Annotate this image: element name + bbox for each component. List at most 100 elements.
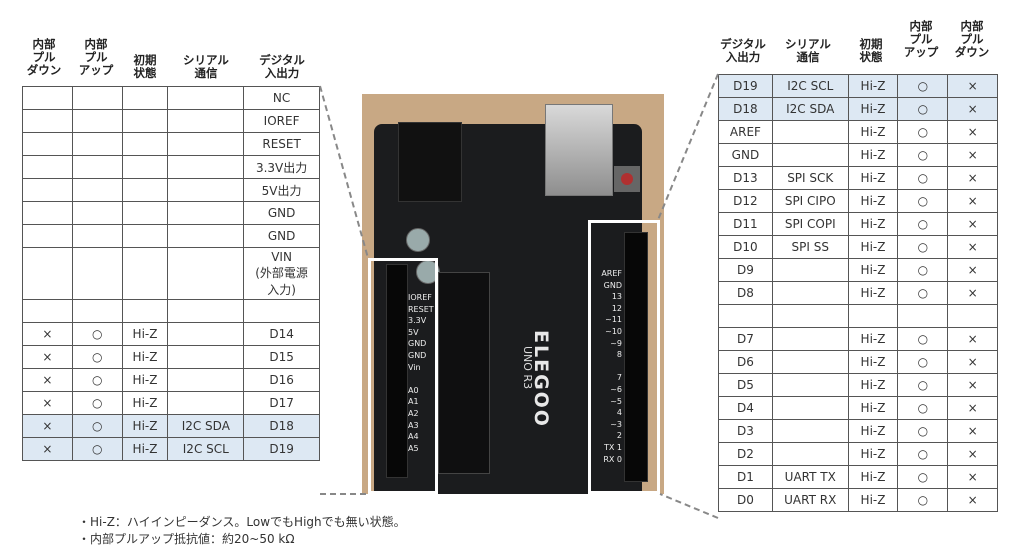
cell-pd — [22, 299, 73, 323]
right-header-serial: シリアル 通信 — [785, 37, 831, 64]
right-header-pullup: 内部 プル アップ — [903, 19, 939, 59]
cell-serial — [771, 419, 849, 443]
cell-pd: × — [947, 465, 998, 489]
cell-serial: SPI SS — [771, 235, 849, 259]
cell-dio: D19 — [243, 437, 320, 461]
table-row: RESET — [22, 132, 320, 156]
table-row: NC — [22, 86, 320, 110]
cell-serial: I2C SCL — [167, 437, 245, 461]
cell-dio: D5 — [718, 373, 773, 397]
cell-pu: ○ — [897, 350, 949, 374]
cell-init: Hi-Z — [847, 258, 899, 282]
cell-dio: NC — [243, 86, 320, 110]
cell-pu: ○ — [71, 322, 123, 346]
cell-dio: D15 — [243, 345, 320, 369]
cell-pd — [22, 132, 73, 156]
cell-init: Hi-Z — [847, 189, 899, 213]
cell-pu — [71, 247, 123, 300]
cell-init: Hi-Z — [121, 437, 169, 461]
cell-pd — [22, 109, 73, 133]
cell-serial — [167, 155, 245, 179]
cell-serial: SPI COPI — [771, 212, 849, 236]
cell-dio: D10 — [718, 235, 773, 259]
dc-jack — [398, 122, 462, 202]
cell-dio: D0 — [718, 488, 773, 512]
cell-serial: I2C SDA — [167, 414, 245, 438]
cell-pd: × — [947, 235, 998, 259]
cell-init: Hi-Z — [121, 322, 169, 346]
cell-init — [121, 247, 169, 300]
cell-pd: × — [947, 189, 998, 213]
cell-dio: D12 — [718, 189, 773, 213]
cell-serial — [771, 281, 849, 305]
cell-pd: × — [947, 350, 998, 374]
cell-serial — [167, 132, 245, 156]
cell-pu: ○ — [71, 368, 123, 392]
cell-init: Hi-Z — [847, 97, 899, 121]
cell-pu: ○ — [897, 419, 949, 443]
cell-serial — [167, 368, 245, 392]
cell-pd: × — [22, 437, 73, 461]
cell-init: Hi-Z — [847, 350, 899, 374]
cell-dio: D8 — [718, 281, 773, 305]
table-row: 3.3V出力 — [22, 155, 320, 179]
connector-line-left-top — [319, 85, 369, 259]
left-header-pulldown: 内部 プル ダウン — [26, 37, 62, 77]
cell-init: Hi-Z — [847, 281, 899, 305]
cell-pu: ○ — [71, 391, 123, 415]
cell-pu: ○ — [71, 345, 123, 369]
cell-init: Hi-Z — [847, 488, 899, 512]
cell-init: Hi-Z — [847, 166, 899, 190]
table-row — [22, 299, 320, 323]
board-photo: IOREF RESET 3.3V 5V GND GND Vin A0 A1 A2… — [362, 94, 664, 494]
cell-serial — [771, 120, 849, 144]
table-row: GND — [22, 201, 320, 225]
cell-dio: D17 — [243, 391, 320, 415]
connector-line-right-top — [657, 73, 719, 221]
cell-pd: × — [947, 281, 998, 305]
cell-dio: D7 — [718, 327, 773, 351]
cell-pd: × — [947, 166, 998, 190]
cell-init — [121, 299, 169, 323]
usb-connector — [545, 104, 613, 196]
note-pullup-resistance: ・内部プルアップ抵抗値：約20~50 kΩ — [78, 532, 295, 546]
cell-dio: D4 — [718, 396, 773, 420]
left-silkscreen-labels: IOREF RESET 3.3V 5V GND GND Vin A0 A1 A2… — [408, 293, 434, 453]
cell-dio: D19 — [718, 74, 773, 98]
cell-serial: SPI SCK — [771, 166, 849, 190]
cell-dio: GND — [243, 201, 320, 225]
cell-pd: × — [22, 414, 73, 438]
right-header-digital: デジタル 入出力 — [720, 37, 766, 64]
connector-line-right-bottom — [659, 493, 719, 519]
cell-init: Hi-Z — [847, 212, 899, 236]
cell-pd: × — [947, 373, 998, 397]
table-row: IOREF — [22, 109, 320, 133]
cell-pd: × — [22, 345, 73, 369]
cell-pd: × — [22, 391, 73, 415]
table-row: VIN (外部電源 入力) — [22, 247, 320, 300]
left-header-pullup: 内部 プル アップ — [78, 37, 114, 77]
microcontroller-chip — [438, 272, 490, 474]
table-row: GND — [22, 224, 320, 248]
left-header-initial: 初期 状態 — [133, 53, 157, 80]
left-pin-header — [386, 264, 408, 478]
cell-init: Hi-Z — [847, 327, 899, 351]
cell-dio: D16 — [243, 368, 320, 392]
cell-init — [121, 178, 169, 202]
cell-serial: SPI CIPO — [771, 189, 849, 213]
cell-dio: IOREF — [243, 109, 320, 133]
